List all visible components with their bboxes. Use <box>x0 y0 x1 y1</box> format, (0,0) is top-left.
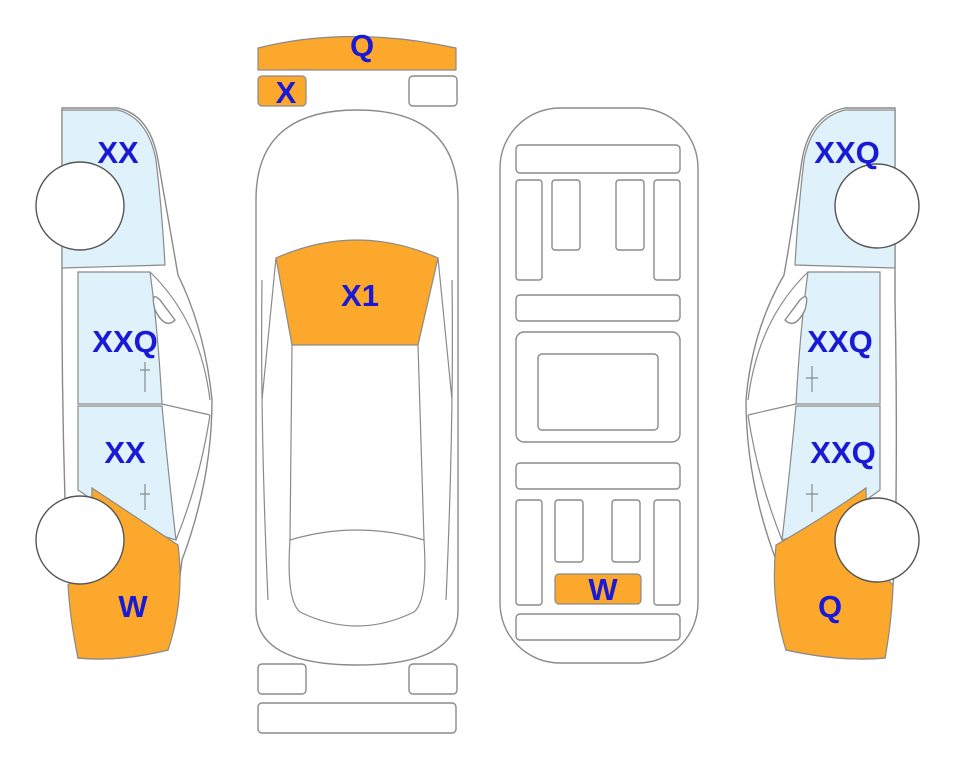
left-side-window-line <box>149 271 211 541</box>
label-left-front-door: XXQ <box>92 324 157 359</box>
label-underbody-rear: W <box>588 572 618 607</box>
left-rear-door-handle <box>140 484 150 510</box>
front-right-lamp[interactable] <box>408 75 458 107</box>
top-view-body <box>255 109 459 666</box>
underbody-rear-right-mount <box>611 499 641 563</box>
label-right-front-door: XXQ <box>807 324 872 359</box>
left-rear-wheel <box>35 495 125 585</box>
right-front-wheel <box>834 163 920 249</box>
underbody-rear-right-rail <box>653 499 681 606</box>
roof-outline <box>289 344 425 541</box>
right-side-view <box>745 107 920 660</box>
underbody-front-left-mount <box>551 179 581 251</box>
right-rear-wheel <box>834 497 920 583</box>
label-left-rear-quarter: W <box>118 589 148 624</box>
left-front-door-handle <box>140 362 150 392</box>
hood-panel[interactable] <box>275 239 439 346</box>
right-front-door-panel[interactable] <box>795 271 881 405</box>
right-rear-door-handle <box>806 484 818 512</box>
underbody-center-pan <box>537 353 659 431</box>
left-front-wheel <box>35 161 125 251</box>
left-side-view <box>35 107 213 660</box>
underbody-front-right-mount <box>615 179 645 251</box>
label-front-bumper: Q <box>350 28 374 63</box>
underbody-rear-left-mount <box>554 499 584 563</box>
left-side-mirror <box>152 296 176 324</box>
top-view <box>255 35 459 734</box>
label-right-rear-door: XXQ <box>810 435 875 470</box>
right-side-window-line <box>747 271 809 541</box>
windshield-pillars <box>261 257 453 601</box>
underbody-rear-bumper <box>515 613 681 641</box>
label-hood: X1 <box>341 278 379 313</box>
underbody-rear-panel[interactable] <box>554 573 642 605</box>
label-front-left-lamp: X <box>276 75 297 110</box>
rear-right-lamp <box>408 663 458 695</box>
front-bumper-strip[interactable] <box>257 35 457 71</box>
rear-bumper-strip <box>257 702 457 734</box>
underbody-mid-crossmember <box>515 294 681 322</box>
rear-left-lamp <box>257 663 307 695</box>
right-side-mirror <box>784 296 808 324</box>
label-left-front-fender: XX <box>97 135 139 170</box>
label-right-rear-quarter: Q <box>818 589 842 624</box>
underbody-rear-crossmember <box>515 462 681 490</box>
underbody-view <box>499 107 699 664</box>
front-left-lamp[interactable] <box>257 75 307 107</box>
label-left-rear-door: XX <box>104 435 146 470</box>
label-right-front-fender: XXQ <box>814 135 879 170</box>
underbody-front-left-rail <box>515 179 543 281</box>
underbody-front-right-rail <box>653 179 681 281</box>
left-front-door-panel[interactable] <box>77 271 163 405</box>
right-front-door-handle <box>806 366 818 392</box>
rear-window <box>288 539 426 627</box>
underbody-rear-left-rail <box>515 499 543 606</box>
underbody-front-crossmember <box>515 144 681 174</box>
